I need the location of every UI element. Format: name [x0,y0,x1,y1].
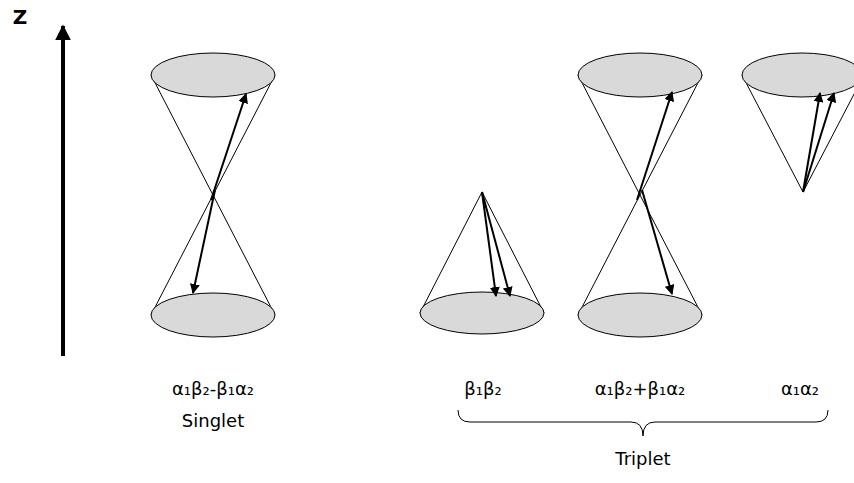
multiplicity-label: Triplet [615,448,670,470]
beta-beta-cone [420,192,544,334]
triplet-bracket [458,410,828,436]
spin-vectors [637,92,672,294]
alpha-alpha-cone [742,53,854,192]
spin-vectors [803,93,834,192]
z-axis [61,26,65,356]
state-label: β₁β₂ [464,378,501,400]
singlet-cone [151,53,275,337]
spin-vectors [482,192,510,296]
state-label: α₁β₂+β₁α₂ [595,378,686,400]
triplet-zero-cone [578,53,702,337]
multiplicity-label: Singlet [182,410,244,432]
state-label: α₁α₂ [781,378,819,400]
axis-label: Z [13,6,28,28]
state-label: α₁β₂-β₁α₂ [172,378,254,400]
spin-vectors [193,94,246,293]
